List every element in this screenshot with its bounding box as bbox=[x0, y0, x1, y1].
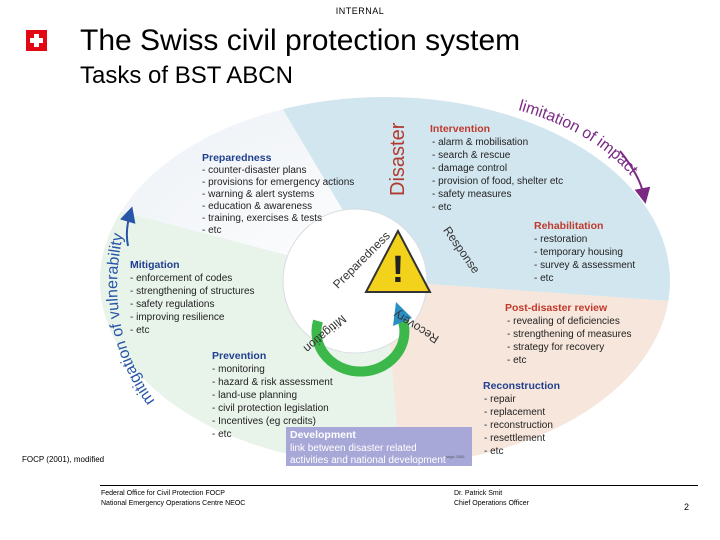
preparedness-item: - provisions for emergency actions bbox=[202, 177, 354, 188]
mitigation-arrow bbox=[120, 206, 136, 247]
prevention-item: - etc bbox=[212, 429, 231, 440]
rehabilitation-heading: Rehabilitation bbox=[534, 220, 603, 232]
page-number: 2 bbox=[684, 502, 690, 512]
reconstruction-item: - reconstruction bbox=[484, 420, 553, 431]
footer-person-name: Dr. Patrick Smit bbox=[454, 490, 503, 497]
intervention-heading: Intervention bbox=[430, 123, 490, 135]
footer-org-line: Federal Office for Civil Protection FOCP bbox=[101, 490, 225, 497]
source-note: FOCP (2001), modified bbox=[22, 455, 105, 464]
post-disaster-review-item: - etc bbox=[507, 355, 526, 366]
footer-org-line: National Emergency Operations Centre NEO… bbox=[101, 500, 246, 507]
prevention-item: - hazard & risk assessment bbox=[212, 377, 333, 388]
reconstruction-item: - replacement bbox=[484, 407, 545, 418]
footer-person-role: Chief Operations Officer bbox=[454, 500, 529, 507]
post-disaster-review-item: - strengthening of measures bbox=[507, 329, 632, 340]
swiss-flag-icon bbox=[26, 30, 47, 51]
mitigation-item: - improving resilience bbox=[130, 312, 225, 323]
prevention-item: - monitoring bbox=[212, 364, 265, 375]
preparedness-heading: Preparedness bbox=[202, 152, 272, 164]
prevention-item: - land-use planning bbox=[212, 390, 297, 401]
intervention-item: - etc bbox=[432, 202, 451, 213]
development-box bbox=[286, 427, 472, 466]
development-heading: Development bbox=[290, 429, 356, 441]
rehabilitation-item: - survey & assessment bbox=[534, 260, 635, 271]
development-line: activities and national development bbox=[290, 455, 446, 466]
reconstruction-item: - resettlement bbox=[484, 433, 545, 444]
recovery-arrow bbox=[311, 311, 410, 377]
reconstruction-heading: Reconstruction bbox=[483, 380, 560, 392]
warning-icon bbox=[364, 228, 432, 293]
mitigation-item: - safety regulations bbox=[130, 299, 215, 310]
mitigation-item: - etc bbox=[130, 325, 149, 336]
footer-organisation: Federal Office for Civil Protection FOCP… bbox=[101, 489, 245, 509]
classification-label: INTERNAL bbox=[335, 6, 385, 16]
preparedness-item: - warning & alert systems bbox=[202, 189, 314, 200]
reconstruction-item: - etc bbox=[484, 446, 503, 457]
mitigation-item: - strengthening of structures bbox=[130, 286, 255, 297]
intervention-item: - provision of food, shelter etc bbox=[432, 176, 563, 187]
intervention-item: - safety measures bbox=[432, 189, 511, 200]
disaster-cycle-diagram: ! Preparedness Response Recovery Mitigat… bbox=[100, 97, 670, 466]
mitigation-item: - enforcement of codes bbox=[130, 273, 232, 284]
arrow-head-icon bbox=[393, 302, 412, 326]
footer-author: Dr. Patrick Smit Chief Operations Office… bbox=[454, 489, 529, 509]
intervention-item: - search & rescue bbox=[432, 150, 511, 161]
prevention-item: - Incentives (eg credits) bbox=[212, 416, 316, 427]
slide-subtitle: Tasks of BST ABCN bbox=[80, 62, 293, 89]
post-disaster-review-item: - revealing of deficiencies bbox=[507, 316, 620, 327]
preparedness-item: - counter-disaster plans bbox=[202, 165, 307, 176]
post-disaster-review-heading: Post-disaster review bbox=[505, 302, 608, 314]
preparedness-item: - training, exercises & tests bbox=[202, 213, 322, 224]
rehabilitation-item: - etc bbox=[534, 273, 553, 284]
reconstruction-item: - repair bbox=[484, 394, 516, 405]
development-line: link between disaster related bbox=[290, 443, 417, 454]
rehabilitation-item: - restoration bbox=[534, 234, 587, 245]
rehabilitation-item: - temporary housing bbox=[534, 247, 623, 258]
footer-divider bbox=[100, 485, 698, 486]
post-disaster-review-item: - strategy for recovery bbox=[507, 342, 604, 353]
preparedness-item: - education & awareness bbox=[202, 201, 312, 212]
prevention-item: - civil protection legislation bbox=[212, 403, 329, 414]
intervention-item: - damage control bbox=[432, 163, 507, 174]
mitigation-heading: Mitigation bbox=[130, 259, 180, 271]
warning-exclamation: ! bbox=[392, 249, 405, 291]
prevention-heading: Prevention bbox=[212, 350, 266, 362]
copyright-note: sdgv 2005 bbox=[446, 454, 465, 459]
disaster-label: Disaster bbox=[387, 122, 409, 196]
intervention-item: - alarm & mobilisation bbox=[432, 137, 528, 148]
slide-title: The Swiss civil protection system bbox=[80, 24, 521, 57]
limitation-arrow bbox=[619, 150, 651, 204]
preparedness-item: - etc bbox=[202, 225, 221, 236]
